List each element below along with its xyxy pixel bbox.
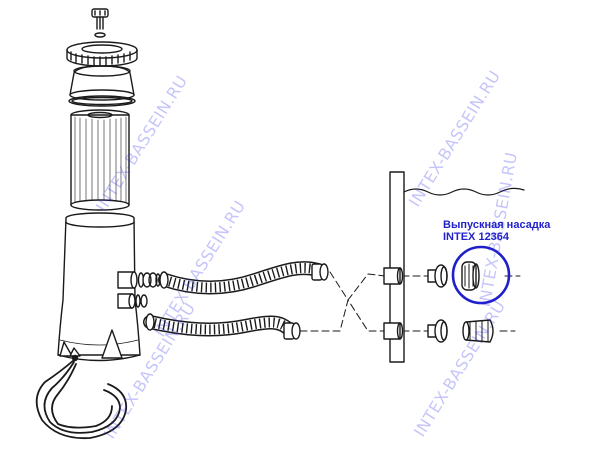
pump-lower-port: [117, 293, 148, 309]
upper-nozzle-assembly: [427, 261, 480, 291]
callout-label-model: INTEX 12364: [443, 231, 510, 243]
pump-housing: [57, 212, 141, 362]
pool-wall: [389, 171, 525, 363]
filter-cover: [69, 65, 135, 101]
pump-upper-port: [117, 271, 161, 289]
power-cord: [35, 359, 128, 440]
cartridge-filter: [70, 109, 130, 211]
lower-nozzle-assembly: [427, 319, 494, 343]
wall-fittings: [383, 267, 404, 340]
callout-label-title: Выпускная насадка: [443, 219, 551, 231]
upper-hose: [158, 261, 329, 295]
air-release-valve: [91, 8, 109, 38]
lower-hose: [143, 313, 301, 340]
highlight-circle: [451, 245, 511, 305]
o-ring: [68, 95, 136, 107]
connection-lines: [299, 271, 521, 332]
lock-nut: [66, 41, 138, 67]
